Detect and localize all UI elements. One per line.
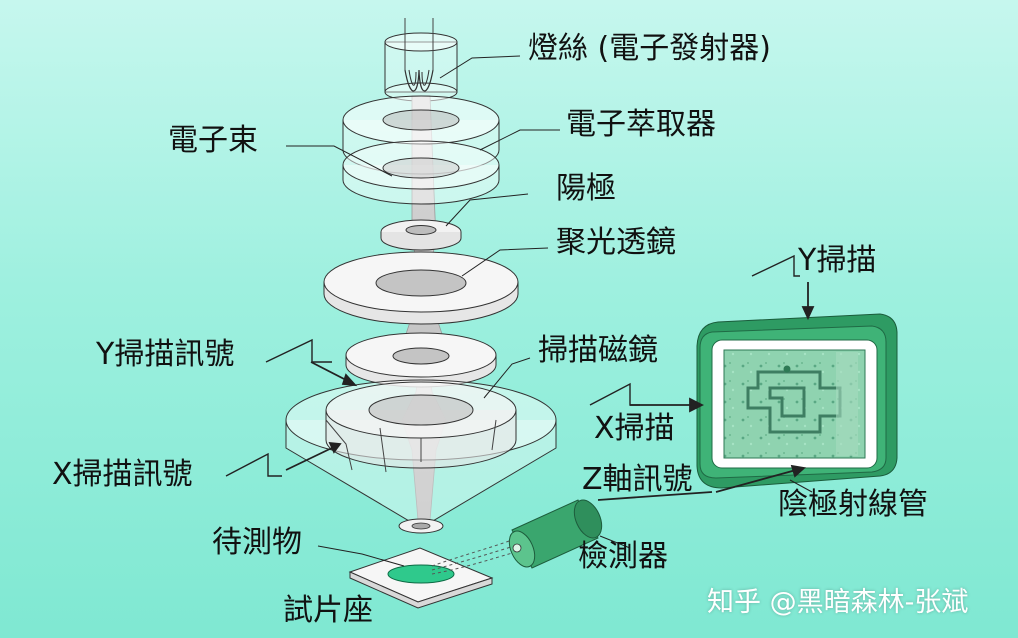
crt-monitor <box>697 314 897 488</box>
scan-disc-upper <box>346 333 496 387</box>
label-anode: 陽極 <box>556 174 616 204</box>
label-specimen-stage: 試片座 <box>283 596 373 626</box>
label-y-scan-signal: Y掃描訊號 <box>96 340 234 370</box>
scan-coil-objective <box>286 380 556 533</box>
watermark: 知乎 @黑暗森林-张斌 <box>707 580 968 619</box>
specimen-disc <box>388 565 454 583</box>
label-filament: 燈絲 (電子發射器) <box>528 34 771 64</box>
label-detector: 檢測器 <box>578 542 668 572</box>
label-y-scan: Y掃描 <box>798 246 876 276</box>
anode-disc <box>381 220 461 250</box>
label-extractor: 電子萃取器 <box>566 110 716 140</box>
label-x-scan-signal: X掃描訊號 <box>52 460 193 490</box>
label-x-scan: X掃描 <box>594 414 675 444</box>
label-scan-coil: 掃描磁鏡 <box>538 336 658 366</box>
label-electron-beam: 電子束 <box>168 126 258 156</box>
label-condenser-lens: 聚光透鏡 <box>556 228 676 258</box>
label-z-axis-signal: Z軸訊號 <box>582 465 693 495</box>
condenser-lens-disc <box>324 252 518 324</box>
label-crt: 陰極射線管 <box>778 490 928 520</box>
extractor-assembly <box>343 96 499 204</box>
label-specimen: 待測物 <box>212 528 302 558</box>
filament-housing <box>385 18 457 101</box>
